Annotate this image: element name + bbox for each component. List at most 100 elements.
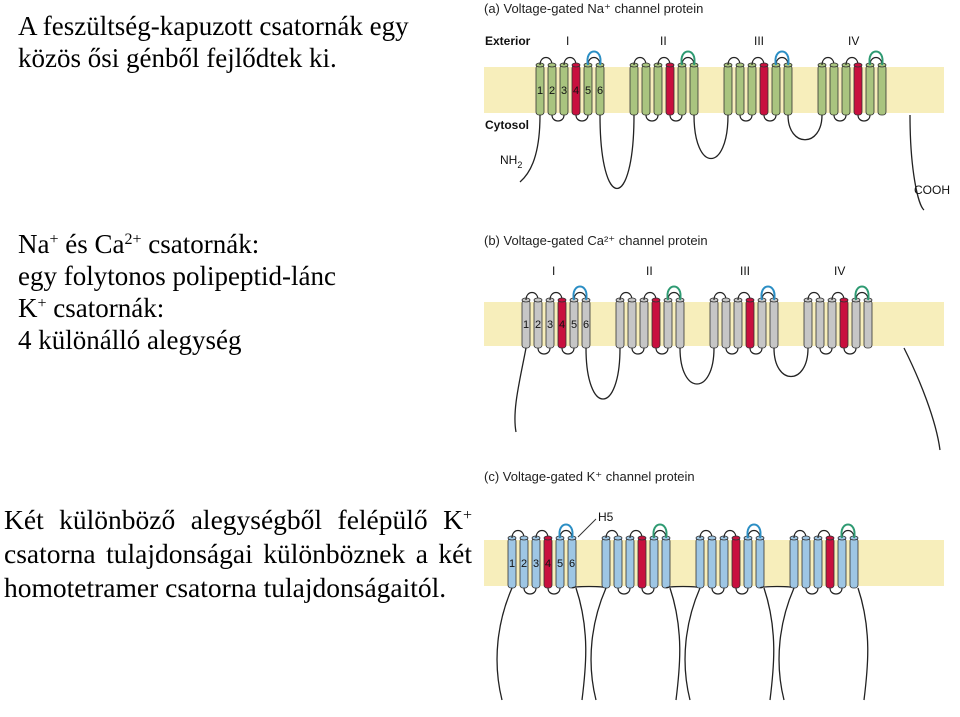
k-charge: +: [37, 295, 47, 312]
loop: [645, 114, 659, 122]
na-text: Na: [18, 229, 50, 259]
helix-cap: [651, 297, 661, 303]
helix-1: [817, 64, 827, 116]
helix-5: [771, 64, 781, 116]
helix-number: 5: [571, 319, 577, 331]
subunit-n-terminus: [496, 587, 513, 701]
linker: [759, 585, 795, 589]
loop: [829, 587, 843, 595]
helix-cap: [731, 535, 741, 541]
helix-3: [639, 299, 649, 349]
helix-1: [709, 299, 719, 349]
pore-loop: [572, 285, 588, 301]
helix-3: [841, 64, 851, 116]
h5-label: H5: [598, 510, 614, 524]
linker: [679, 347, 715, 385]
helix-6: [783, 64, 793, 116]
helix-4: [745, 299, 755, 349]
linker: [787, 114, 823, 141]
helix-6: [661, 537, 671, 589]
helix-cap: [571, 62, 581, 68]
subunit-n-terminus: [778, 587, 795, 701]
helix-cap: [641, 62, 651, 68]
helix-number: 5: [557, 558, 563, 570]
helix-4: [825, 537, 835, 589]
loop: [735, 587, 749, 595]
helix-number: 1: [537, 85, 543, 97]
helix-number: 4: [573, 85, 579, 97]
panel-b-caption: (b) Voltage-gated Ca²⁺ channel protein: [484, 233, 708, 248]
loop: [819, 347, 833, 355]
k-line: K+ csatornák:: [18, 292, 458, 324]
helix-6: [849, 537, 859, 589]
loop: [561, 347, 575, 355]
channel-comparison-paragraph: Na+ és Ca2+ csatornák: egy folytonos pol…: [18, 228, 458, 356]
helix-cap: [557, 297, 567, 303]
helix-6: [863, 299, 873, 349]
heteromer-paragraph: Két különböző alegységből felépülő K+ cs…: [4, 503, 472, 605]
helix-4: [759, 64, 769, 116]
pore-loop: [854, 285, 870, 301]
exterior-label: Exterior: [485, 34, 531, 48]
pore-loop: [840, 523, 856, 539]
pore-loop: [774, 50, 790, 66]
k-charge-2: +: [462, 507, 472, 524]
pore-loop: [746, 523, 762, 539]
domain-label: IV: [848, 34, 859, 48]
loop: [833, 114, 847, 122]
loop: [857, 114, 871, 122]
loop: [763, 114, 777, 122]
pore-loop: [760, 285, 776, 301]
linker: [773, 347, 809, 377]
helix-5: [837, 537, 847, 589]
helix-1: [803, 299, 813, 349]
linker: [599, 114, 635, 190]
k-text: K: [18, 293, 38, 323]
panel-a: (a) Voltage-gated Na⁺ channel protein Ex…: [484, 1, 950, 211]
pore-loop: [680, 50, 696, 66]
helix-cap: [829, 62, 839, 68]
helix-number: 2: [521, 558, 527, 570]
helix-cap: [533, 297, 543, 303]
helix-cap: [745, 297, 755, 303]
helix-3: [719, 537, 729, 589]
helix-number: 5: [585, 85, 591, 97]
helix-6: [689, 64, 699, 116]
helix-2: [613, 537, 623, 589]
domain-label: III: [754, 34, 764, 48]
helix-number: 1: [509, 558, 515, 570]
loop: [617, 587, 631, 595]
loop: [739, 114, 753, 122]
heteromer-text-a: Két különböző alegységből felépülő K: [4, 504, 463, 535]
helix-cap: [547, 62, 557, 68]
loop: [523, 587, 537, 595]
loop: [725, 347, 739, 355]
helix-4: [853, 64, 863, 116]
helix-4: [839, 299, 849, 349]
helix-number: 4: [545, 558, 551, 570]
cytosol-label: Cytosol: [485, 118, 529, 132]
helix-cap: [519, 535, 529, 541]
helix-6: [755, 537, 765, 589]
domain-label: II: [660, 34, 667, 48]
helix-6: [877, 64, 887, 116]
helix-cap: [627, 297, 637, 303]
cooh-label: COOH: [914, 183, 950, 197]
helix-cap: [735, 62, 745, 68]
helix-cap: [853, 62, 863, 68]
panel-a-caption: (a) Voltage-gated Na⁺ channel protein: [484, 1, 703, 16]
helix-cap: [721, 297, 731, 303]
single-chain-line: egy folytonos polipeptid-lánc: [18, 261, 336, 291]
subunit-n-terminus: [590, 587, 607, 701]
helix-3: [625, 537, 635, 589]
helix-1: [789, 537, 799, 589]
helix-3: [827, 299, 837, 349]
helix-5: [865, 64, 875, 116]
helix-3: [747, 64, 757, 116]
loop: [631, 347, 645, 355]
linker: [665, 585, 701, 589]
